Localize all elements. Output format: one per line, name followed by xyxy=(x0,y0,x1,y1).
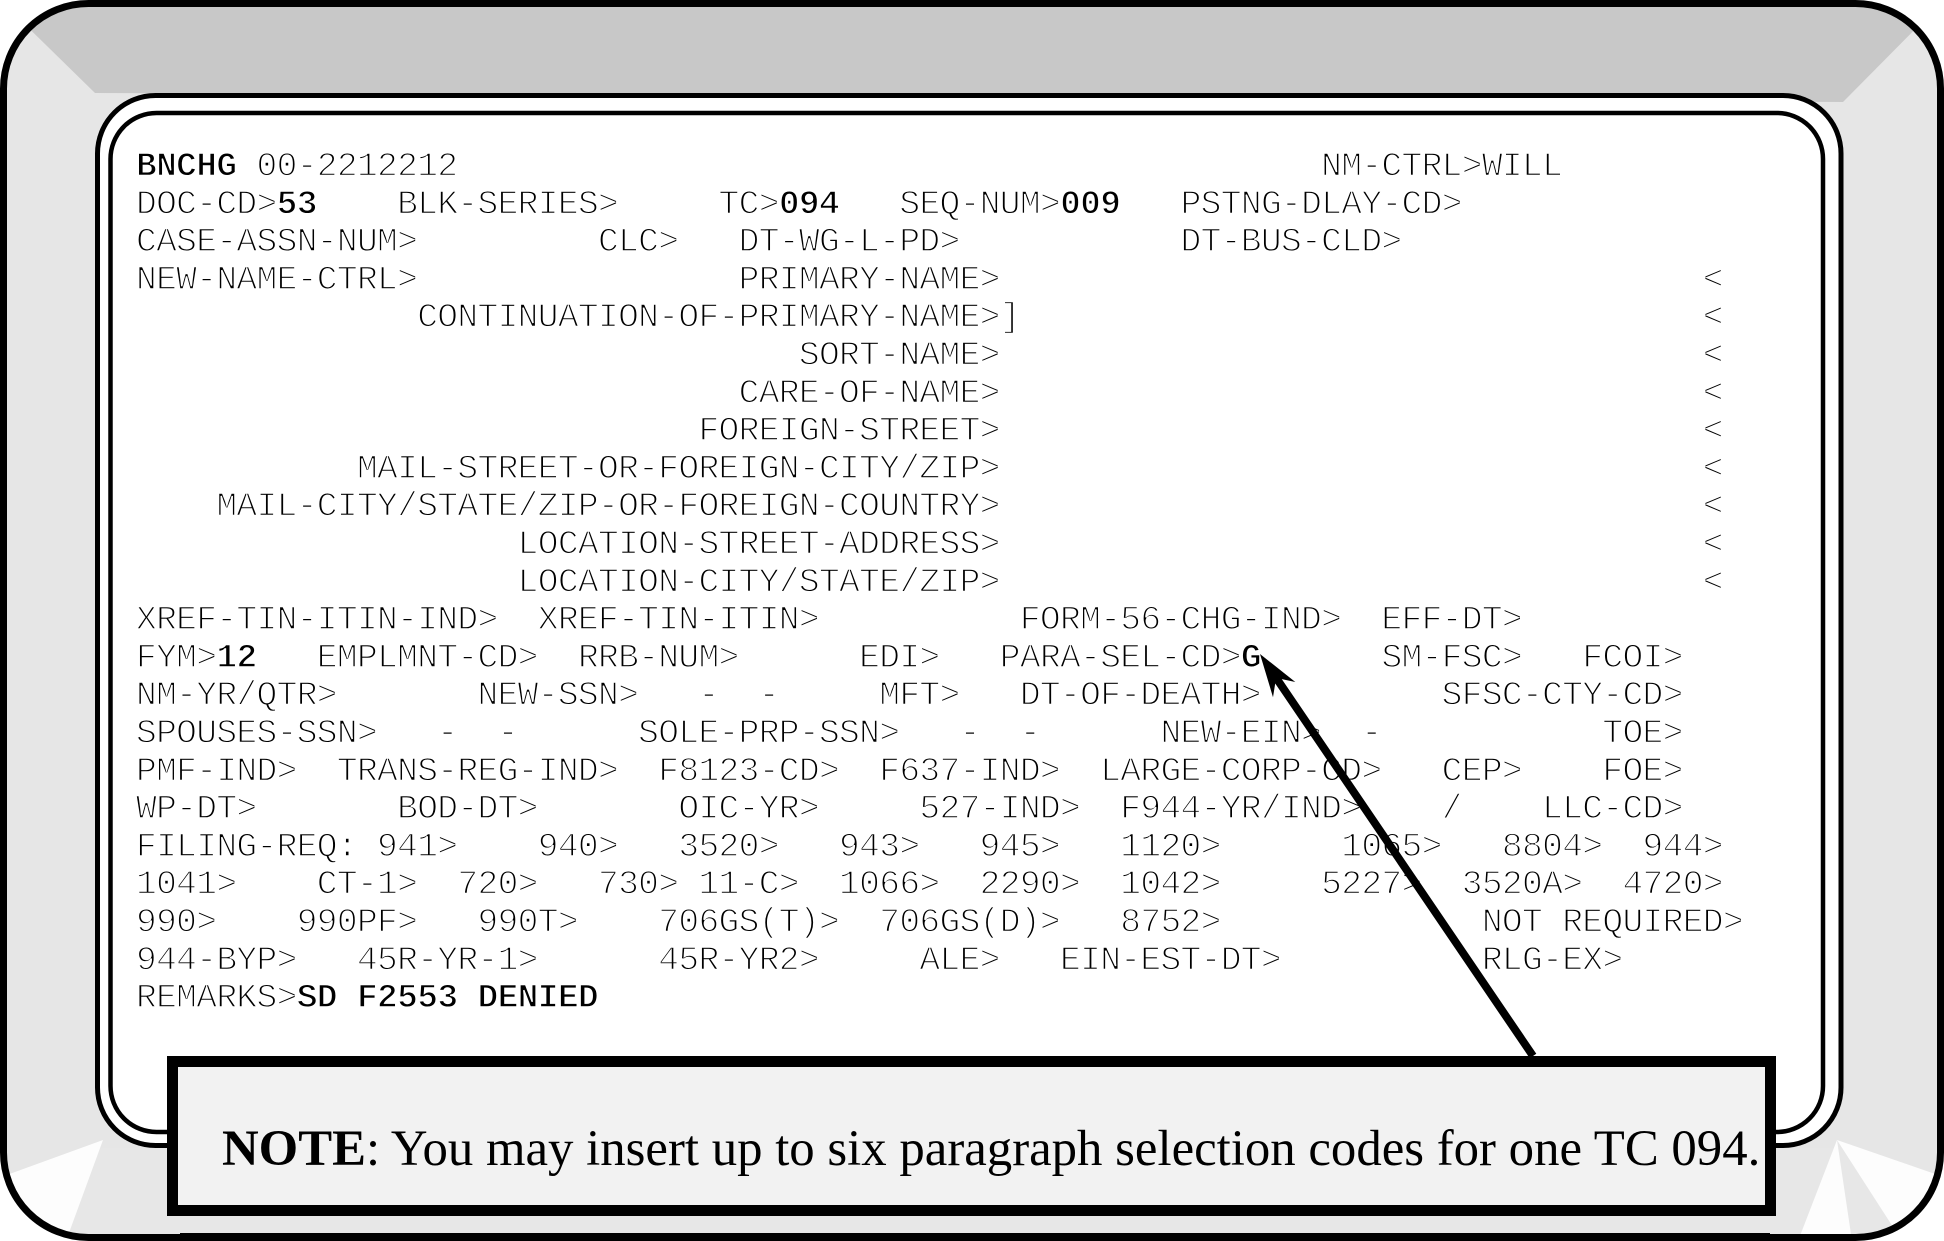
svg-text:LOCATION-CITY/STATE/ZIP>: LOCATION-CITY/STATE/ZIP> < xyxy=(136,563,1723,602)
svg-text:SPOUSES-SSN> - - SOLE-: SPOUSES-SSN> - - SOLE-PRP-SSN> - - NEW-E… xyxy=(136,715,1683,754)
svg-text:1041> CT-1> 720> 730> 11: 1041> CT-1> 720> 730> 11-C> 1066> 2290> … xyxy=(136,866,1723,905)
svg-text:BNCHG 00-2212212: BNCHG 00-2212212 NM-CTRL>WILL xyxy=(136,148,1562,187)
svg-text:CARE-OF-NAME>: CARE-OF-NAME> < xyxy=(136,374,1723,413)
svg-text:FYM>12 EMPLMNT-CD> RRB-NUM>: FYM>12 EMPLMNT-CD> RRB-NUM> EDI> PARA-SE… xyxy=(136,639,1683,678)
svg-text:DOC-CD>53 BLK-SERIES> T: DOC-CD>53 BLK-SERIES> TC>094 SEQ-NUM>009… xyxy=(136,185,1462,224)
svg-text:990> 990PF> 990T> 706G: 990> 990PF> 990T> 706GS(T)> 706GS(D)> 87… xyxy=(136,904,1743,943)
svg-text:CONTINUATION-OF-PRIMARY-NAME>]: CONTINUATION-OF-PRIMARY-NAME>] < xyxy=(136,299,1723,338)
svg-text:CASE-ASSN-NUM> CLC>: CASE-ASSN-NUM> CLC> DT-WG-L-PD> DT-BUS-C… xyxy=(136,223,1402,262)
svg-text:FILING-REQ: 941> 940> 352: FILING-REQ: 941> 940> 3520> 943> 945> 11… xyxy=(136,828,1723,867)
svg-text:LOCATION-STREET-ADDRESS>: LOCATION-STREET-ADDRESS> < xyxy=(136,526,1723,565)
svg-text:WP-DT> BOD-DT> OIC: WP-DT> BOD-DT> OIC-YR> 527-IND> F944-YR/… xyxy=(136,790,1683,829)
svg-text:NOTE: You may insert up to six: NOTE: You may insert up to six paragraph… xyxy=(222,1120,1760,1176)
svg-text:XREF-TIN-ITIN-IND> XREF-TIN-I: XREF-TIN-ITIN-IND> XREF-TIN-ITIN> FORM-5… xyxy=(136,601,1522,640)
svg-text:MAIL-STREET-OR-FOREIGN-CITY/ZI: MAIL-STREET-OR-FOREIGN-CITY/ZIP> < xyxy=(136,450,1723,489)
svg-text:PMF-IND> TRANS-REG-IND> F812: PMF-IND> TRANS-REG-IND> F8123-CD> F637-I… xyxy=(136,752,1683,791)
svg-text:FOREIGN-STREET>: FOREIGN-STREET> < xyxy=(136,412,1723,451)
svg-text:REMARKS>SD F2553 DENIED: REMARKS>SD F2553 DENIED xyxy=(136,979,598,1018)
svg-text:944-BYP> 45R-YR-1> 45R-: 944-BYP> 45R-YR-1> 45R-YR2> ALE> EIN-EST… xyxy=(136,941,1622,980)
svg-text:NEW-NAME-CTRL>: NEW-NAME-CTRL> PRIMARY-NAME> < xyxy=(136,261,1723,300)
svg-text:SORT-NAME>: SORT-NAME> < xyxy=(136,337,1723,376)
svg-text:NM-YR/QTR> NEW-SSN> -: NM-YR/QTR> NEW-SSN> - - MFT> DT-OF-DEATH… xyxy=(136,677,1683,716)
svg-text:MAIL-CITY/STATE/ZIP-OR-FOREIGN: MAIL-CITY/STATE/ZIP-OR-FOREIGN-COUNTRY> … xyxy=(136,488,1723,527)
